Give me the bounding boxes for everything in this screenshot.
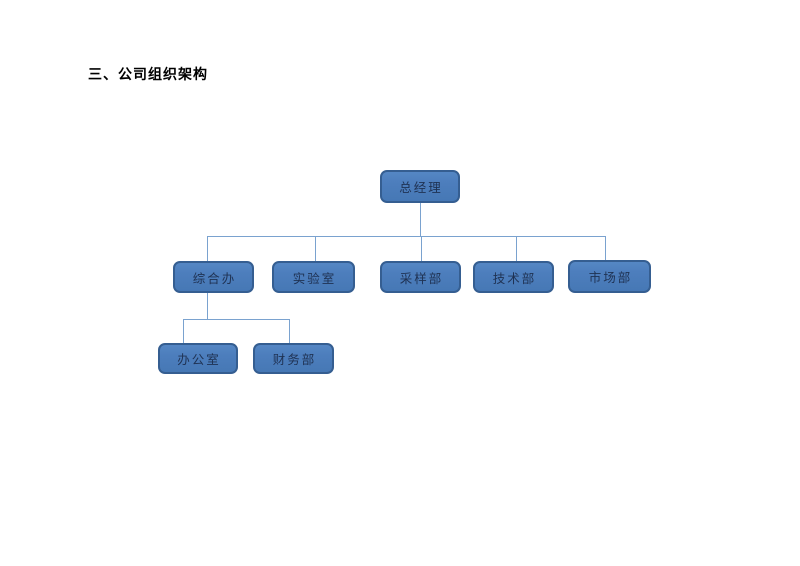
org-node-sampling-dept: 采样部 xyxy=(380,261,461,293)
connector-drop-shichangbu xyxy=(605,237,606,260)
org-node-finance-dept: 财务部 xyxy=(253,343,334,374)
connector-level3-bus xyxy=(183,319,290,320)
org-node-technical-dept: 技术部 xyxy=(473,261,554,293)
connector-drop-zonghe-ban xyxy=(207,237,208,261)
org-node-general-manager: 总经理 xyxy=(380,170,460,203)
connector-drop-caiwubu xyxy=(289,320,290,343)
section-heading: 三、公司组织架构 xyxy=(88,68,208,83)
org-node-marketing-dept: 市场部 xyxy=(568,260,651,293)
connector-drop-bangongshi xyxy=(183,320,184,343)
org-node-office: 办公室 xyxy=(158,343,238,374)
org-node-general-office: 综合办 xyxy=(173,261,254,293)
org-node-laboratory: 实验室 xyxy=(272,261,355,293)
connector-drop-shiyanshi xyxy=(315,237,316,261)
connector-drop-jishubu xyxy=(516,237,517,261)
connector-ceo-drop xyxy=(420,203,421,237)
connector-level2-bus xyxy=(207,236,606,237)
connector-drop-caiyangbu xyxy=(421,237,422,261)
connector-zonghe-ban-drop xyxy=(207,293,208,319)
